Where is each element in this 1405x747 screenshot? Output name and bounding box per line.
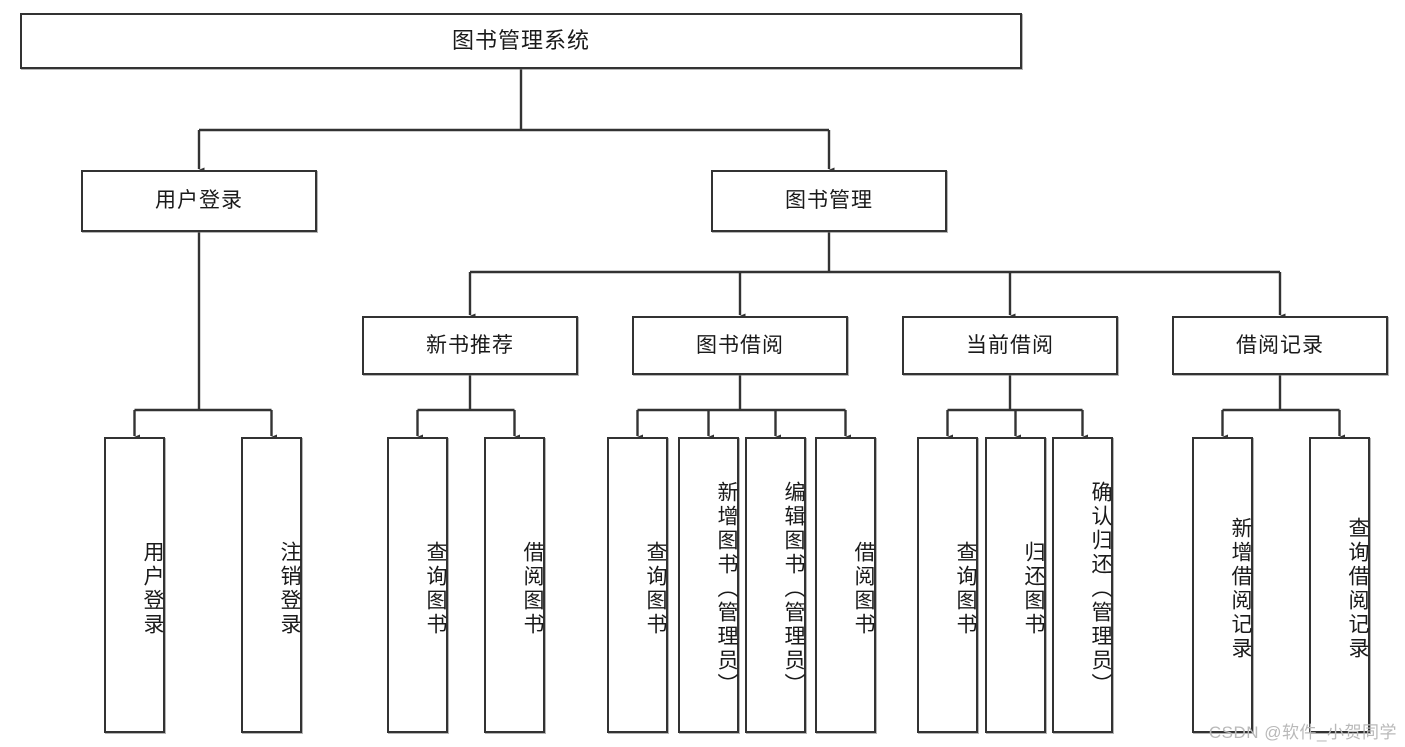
node-level2-2[interactable]: 图书管理 <box>711 170 947 232</box>
node-leaf-9[interactable]: 查询图书 <box>917 437 978 733</box>
node-level3-2[interactable]: 图书借阅 <box>632 316 848 375</box>
node-label: 图书管理 <box>785 189 873 213</box>
node-label: 借阅图书 <box>852 541 875 637</box>
node-leaf-7[interactable]: 编辑图书（管理员） <box>745 437 806 733</box>
node-leaf-13[interactable]: 查询借阅记录 <box>1309 437 1370 733</box>
node-label: 新增图书（管理员） <box>715 481 738 697</box>
node-level2-1[interactable]: 用户登录 <box>81 170 317 232</box>
node-leaf-5[interactable]: 查询图书 <box>607 437 668 733</box>
node-label: 用户登录 <box>141 541 164 637</box>
watermark: CSDN @软件_小贺同学 <box>1208 723 1397 742</box>
node-label: 查询图书 <box>424 541 447 637</box>
node-label: 新增借阅记录 <box>1229 517 1252 661</box>
node-label: 图书管理系统 <box>451 27 590 53</box>
node-leaf-2[interactable]: 注销登录 <box>241 437 302 733</box>
node-label: 查询图书 <box>644 541 667 637</box>
node-label: 注销登录 <box>278 541 301 637</box>
node-leaf-4[interactable]: 借阅图书 <box>484 437 545 733</box>
node-label: 编辑图书（管理员） <box>782 481 805 697</box>
node-leaf-8[interactable]: 借阅图书 <box>815 437 876 733</box>
node-label: 用户登录 <box>155 189 243 213</box>
node-leaf-10[interactable]: 归还图书 <box>985 437 1046 733</box>
node-root[interactable]: 图书管理系统 <box>20 13 1022 69</box>
node-leaf-6[interactable]: 新增图书（管理员） <box>678 437 739 733</box>
node-level3-4[interactable]: 借阅记录 <box>1172 316 1388 375</box>
node-level3-1[interactable]: 新书推荐 <box>362 316 578 375</box>
node-label: 确认归还（管理员） <box>1089 481 1112 697</box>
node-leaf-1[interactable]: 用户登录 <box>104 437 165 733</box>
node-leaf-12[interactable]: 新增借阅记录 <box>1192 437 1253 733</box>
node-label: 当前借阅 <box>966 333 1054 357</box>
node-label: 借阅图书 <box>521 541 544 637</box>
node-label: 新书推荐 <box>426 333 514 357</box>
node-label: 归还图书 <box>1022 541 1045 637</box>
node-label: 查询图书 <box>954 541 977 637</box>
node-leaf-3[interactable]: 查询图书 <box>387 437 448 733</box>
node-label: 借阅记录 <box>1236 333 1324 357</box>
node-label: 查询借阅记录 <box>1346 517 1369 661</box>
node-leaf-11[interactable]: 确认归还（管理员） <box>1052 437 1113 733</box>
node-level3-3[interactable]: 当前借阅 <box>902 316 1118 375</box>
node-label: 图书借阅 <box>696 333 784 357</box>
